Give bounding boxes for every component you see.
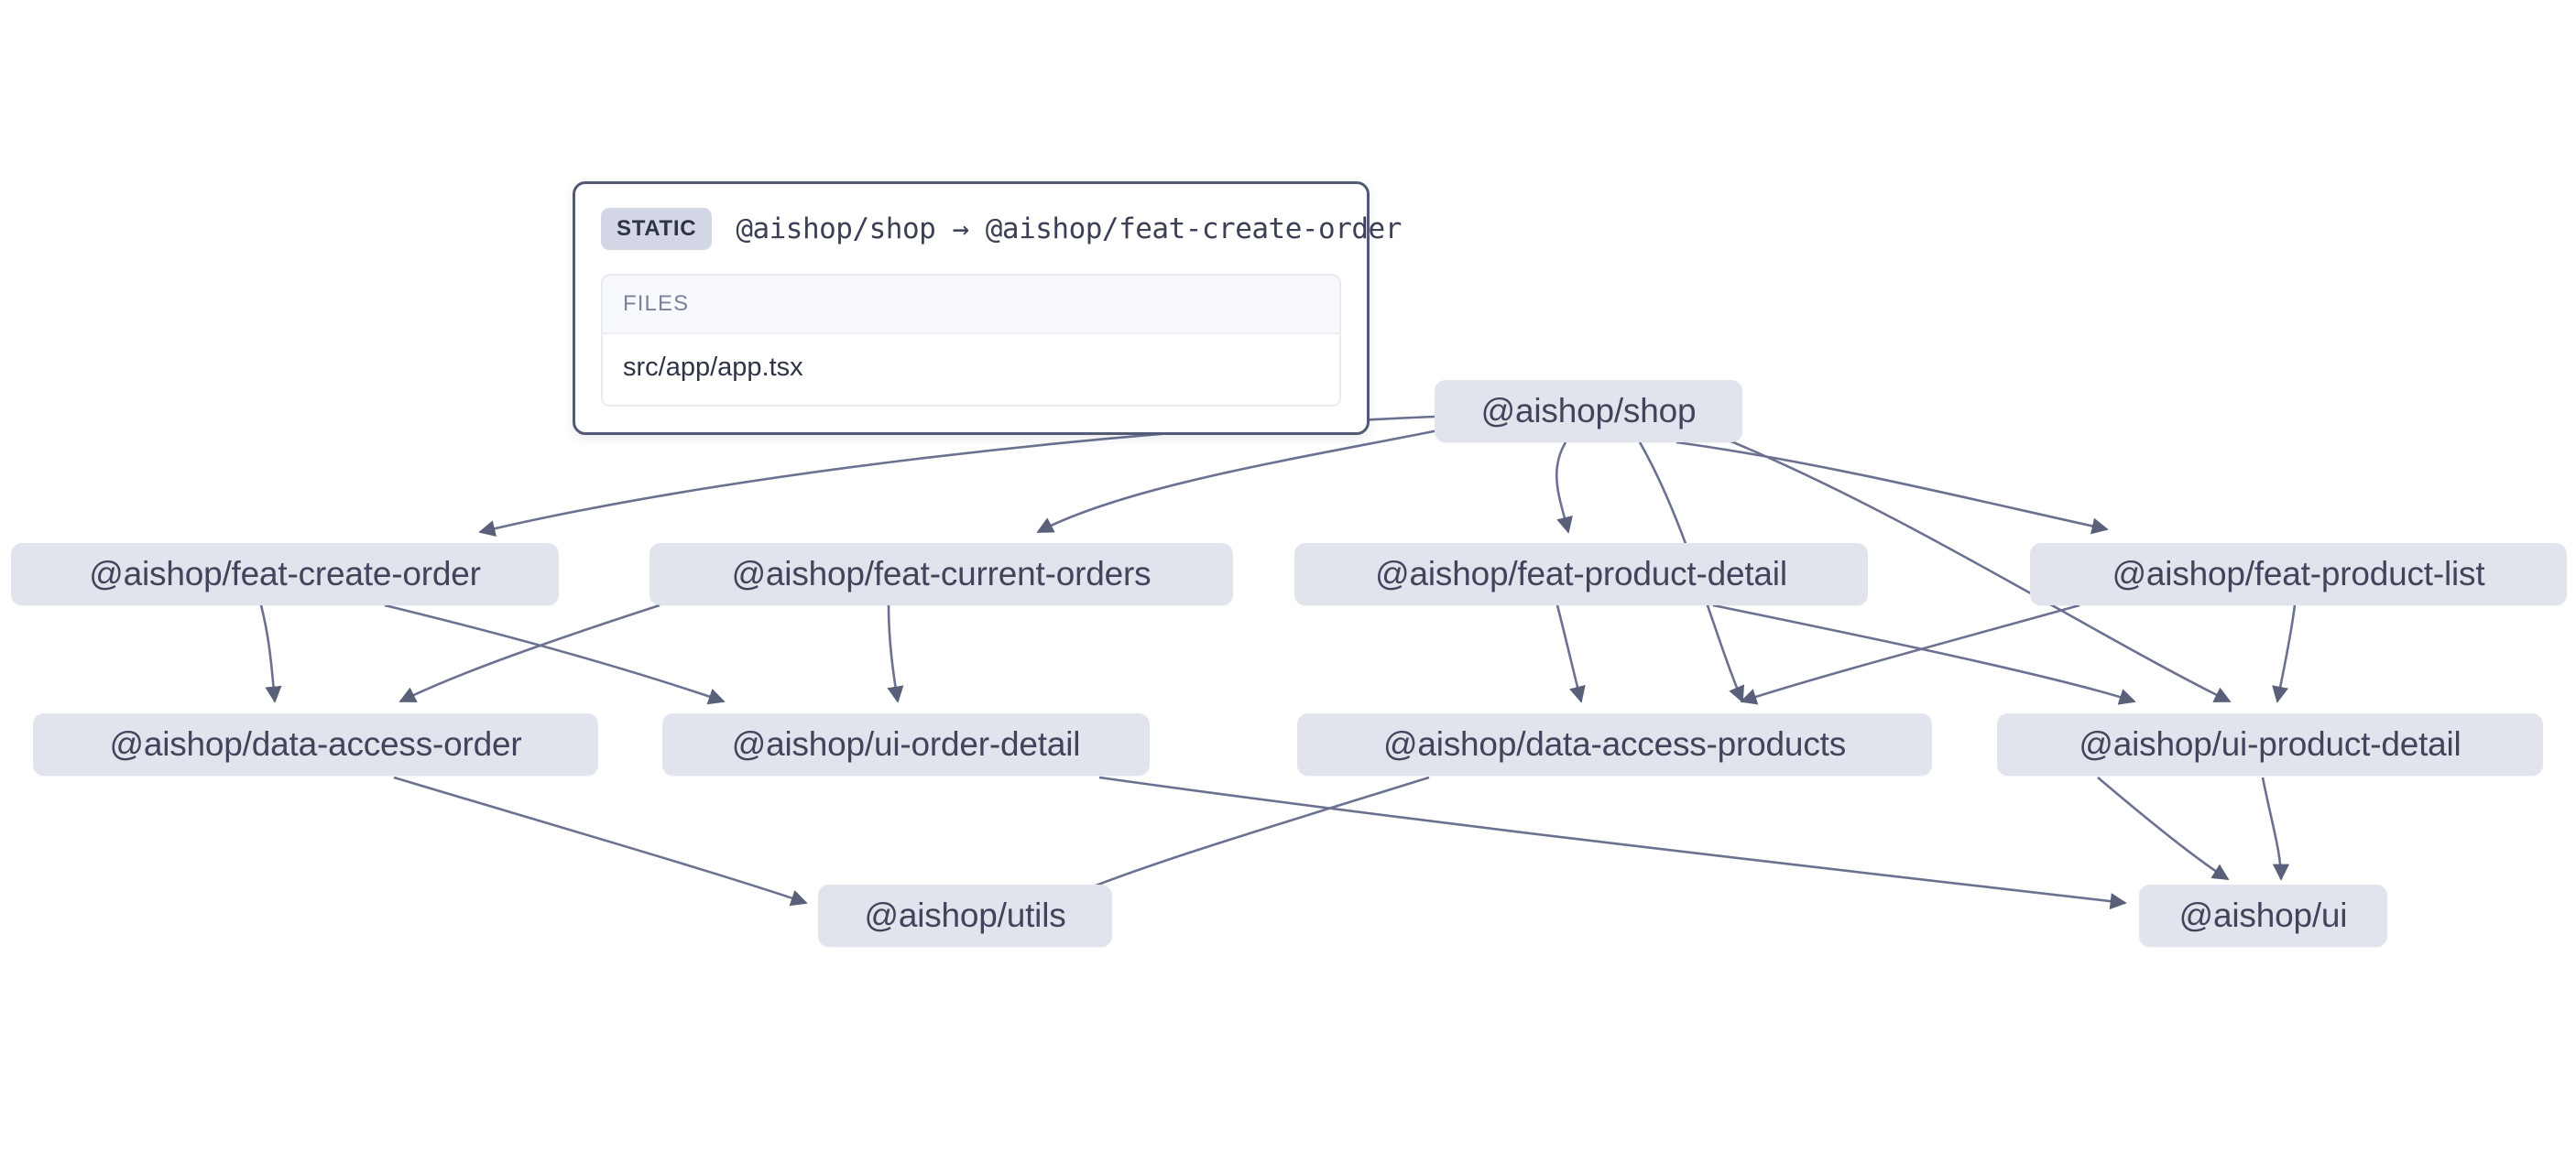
node-label: @aishop/feat-create-order — [89, 555, 481, 592]
node-label: @aishop/feat-product-detail — [1375, 555, 1787, 592]
edge-shop-to-feat-current-orders — [1036, 429, 1439, 534]
node-label: @aishop/utils — [864, 897, 1066, 934]
edge-data-access-order-to-utils — [393, 776, 808, 907]
node-label: @aishop/ui — [2178, 897, 2348, 934]
node-label: @aishop/feat-current-orders — [731, 555, 1152, 592]
popover-header: STATIC @aishop/shop → @aishop/feat-creat… — [601, 208, 1402, 250]
node-label: @aishop/data-access-order — [109, 725, 522, 763]
graph-node-feat-product-list[interactable]: @aishop/feat-product-list — [2030, 543, 2567, 605]
graph-node-ui[interactable]: @aishop/ui — [2139, 885, 2387, 947]
edge-shop-to-feat-product-detail — [1555, 441, 1573, 534]
graph-node-feat-product-detail[interactable]: @aishop/feat-product-detail — [1294, 543, 1868, 605]
edge-detail-popover[interactable]: STATIC @aishop/shop → @aishop/feat-creat… — [573, 181, 1402, 435]
graph-node-shop[interactable]: @aishop/shop — [1435, 380, 1742, 442]
edge-ui-product-detail-to-ui-2 — [2261, 777, 2290, 881]
node-label: @aishop/data-access-products — [1383, 725, 1846, 763]
graph-node-data-access-order[interactable]: @aishop/data-access-order — [33, 713, 598, 776]
edge-shop-to-feat-product-list — [1675, 440, 2109, 535]
edge-ui-product-detail-to-ui — [2097, 777, 2230, 881]
graph-node-data-access-products[interactable]: @aishop/data-access-products — [1297, 713, 1932, 776]
edge-feat-product-list-to-data-access-products — [1740, 603, 2080, 705]
node-label: @aishop/ui-product-detail — [2079, 725, 2461, 763]
files-panel: FILES src/app/app.tsx — [601, 274, 1341, 407]
node-label: @aishop/feat-product-list — [2112, 555, 2485, 592]
edge-data-access-products-to-utils — [1061, 776, 1430, 901]
edge-ui-order-detail-to-ui — [1098, 776, 2127, 910]
graph-node-feat-create-order[interactable]: @aishop/feat-create-order — [11, 543, 559, 605]
graph-node-ui-product-detail[interactable]: @aishop/ui-product-detail — [1997, 713, 2543, 776]
graph-node-utils[interactable]: @aishop/utils — [818, 885, 1112, 947]
edge-feat-create-order-to-data-access-order — [259, 604, 282, 703]
graph-node-feat-current-orders[interactable]: @aishop/feat-current-orders — [649, 543, 1233, 605]
node-label: @aishop/ui-order-detail — [731, 725, 1081, 763]
edge-feat-product-detail-to-data-access-products — [1555, 604, 1586, 703]
edge-feat-current-orders-to-ui-order-detail — [887, 604, 904, 703]
edge-feat-current-orders-to-data-access-order — [398, 603, 660, 703]
edge-feat-product-detail-to-ui-product-detail — [1712, 603, 2136, 705]
files-section-header: FILES — [603, 276, 1339, 334]
edge-feat-create-order-to-ui-order-detail — [384, 603, 726, 705]
graph-node-ui-order-detail[interactable]: @aishop/ui-order-detail — [662, 713, 1150, 776]
static-badge: STATIC — [601, 208, 713, 250]
popover-title: @aishop/shop → @aishop/feat-create-order — [736, 212, 1402, 245]
edge-feat-product-list-to-ui-product-detail — [2272, 604, 2297, 703]
node-label: @aishop/shop — [1480, 392, 1697, 429]
file-list-item[interactable]: src/app/app.tsx — [603, 334, 1339, 405]
